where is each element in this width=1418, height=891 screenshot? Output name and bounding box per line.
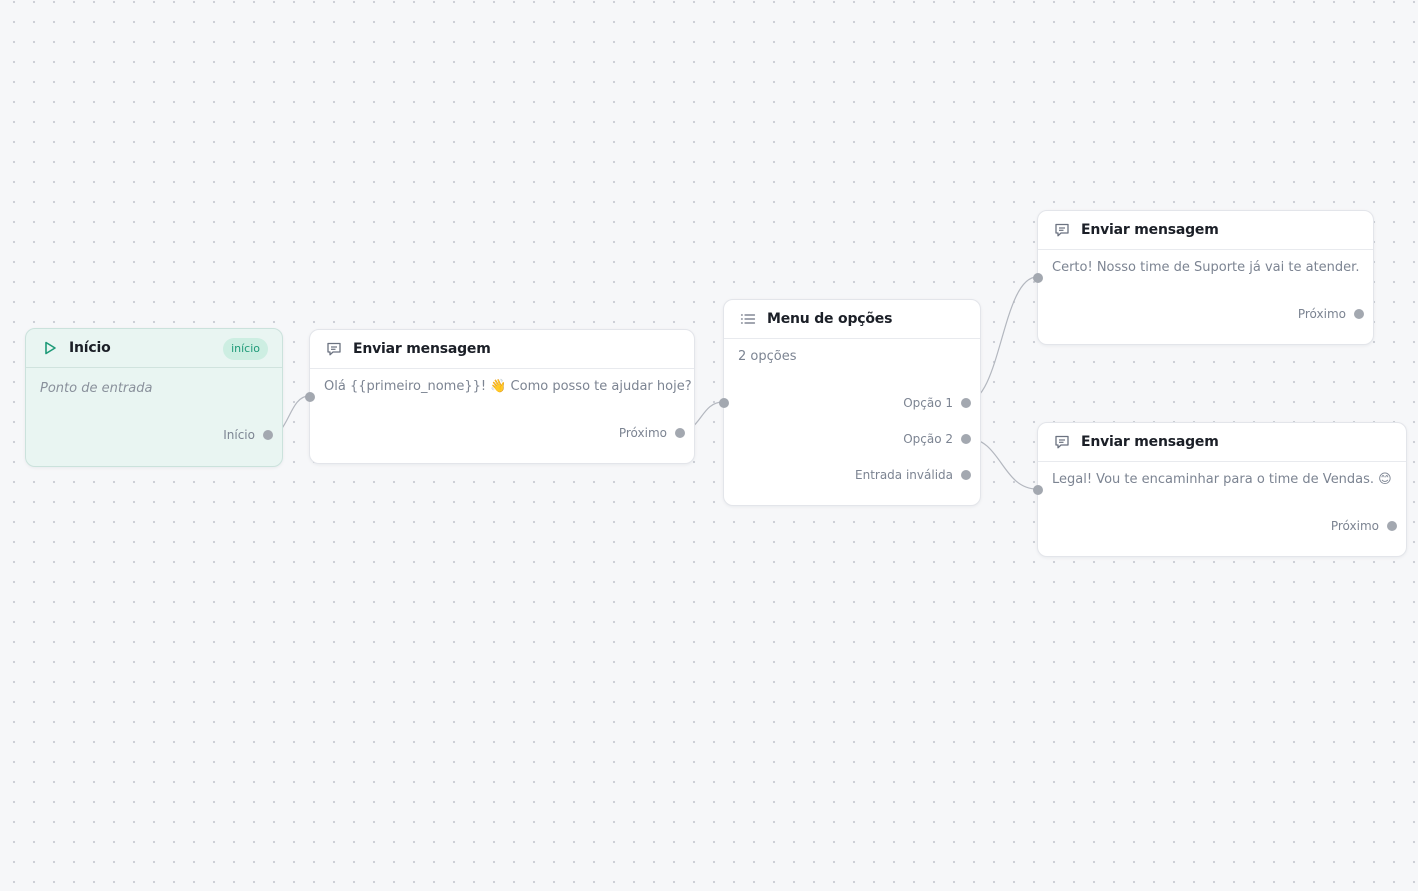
output-port-row: Próximo xyxy=(1331,518,1406,534)
options-menu-node[interactable]: Menu de opções 2 opções Opção 1 Opção 2 … xyxy=(719,299,981,506)
list-icon xyxy=(738,309,758,329)
output-port-handle[interactable] xyxy=(961,434,971,444)
output-port-handle[interactable] xyxy=(1387,521,1397,531)
output-port-handle[interactable] xyxy=(1354,309,1364,319)
output-port-row: Próximo xyxy=(1298,306,1373,322)
start-node[interactable]: Início início Ponto de entrada Início xyxy=(25,328,283,467)
node-title: Menu de opções xyxy=(767,311,893,327)
node-title: Enviar mensagem xyxy=(1081,434,1219,450)
output-port-row: Próximo xyxy=(619,425,694,441)
input-port-handle[interactable] xyxy=(1033,485,1043,495)
start-badge: início xyxy=(223,338,268,360)
output-port-row-invalid-input: Entrada inválida xyxy=(855,467,980,483)
node-header[interactable]: Enviar mensagem xyxy=(1038,211,1373,250)
node-header[interactable]: Enviar mensagem xyxy=(310,330,694,369)
message-preview: Olá {{primeiro_nome}}! 👋 Como posso te a… xyxy=(324,379,692,394)
port-label: Próximo xyxy=(1297,307,1346,321)
start-node-header[interactable]: Início início xyxy=(26,329,282,368)
node-header[interactable]: Enviar mensagem xyxy=(1038,423,1406,462)
node-title: Enviar mensagem xyxy=(353,341,491,357)
send-message-node-support[interactable]: Enviar mensagem Certo! Nosso time de Sup… xyxy=(1033,210,1374,345)
input-port-handle[interactable] xyxy=(305,392,315,402)
output-port-row-option-1: Opção 1 xyxy=(903,395,980,411)
output-port-handle[interactable] xyxy=(961,470,971,480)
message-preview: Legal! Vou te encaminhar para o time de … xyxy=(1052,472,1392,487)
options-count: 2 opções xyxy=(738,349,797,364)
node-title: Enviar mensagem xyxy=(1081,222,1219,238)
send-message-node-greeting[interactable]: Enviar mensagem Olá {{primeiro_nome}}! 👋… xyxy=(305,329,695,464)
output-port-handle[interactable] xyxy=(961,398,971,408)
port-label: Opção 2 xyxy=(903,432,953,446)
input-port-handle[interactable] xyxy=(719,398,729,408)
message-icon xyxy=(1052,432,1072,452)
send-message-node-sales[interactable]: Enviar mensagem Legal! Vou te encaminhar… xyxy=(1033,422,1407,557)
input-port-handle[interactable] xyxy=(1033,273,1043,283)
message-preview: Certo! Nosso time de Suporte já vai te a… xyxy=(1052,260,1360,275)
node-description: Ponto de entrada xyxy=(40,381,153,396)
output-port-row-option-2: Opção 2 xyxy=(903,431,980,447)
node-header[interactable]: Menu de opções xyxy=(724,300,980,339)
message-icon xyxy=(1052,220,1072,240)
output-port-row: Início xyxy=(223,427,282,443)
play-icon xyxy=(40,338,60,358)
port-label: Próximo xyxy=(1330,519,1379,533)
output-port-handle[interactable] xyxy=(675,428,685,438)
port-label: Início xyxy=(223,428,255,442)
output-port-handle[interactable] xyxy=(263,430,273,440)
port-label: Próximo xyxy=(618,426,667,440)
port-label: Entrada inválida xyxy=(855,468,953,482)
message-icon xyxy=(324,339,344,359)
port-label: Opção 1 xyxy=(903,396,953,410)
node-title: Início xyxy=(69,340,111,356)
